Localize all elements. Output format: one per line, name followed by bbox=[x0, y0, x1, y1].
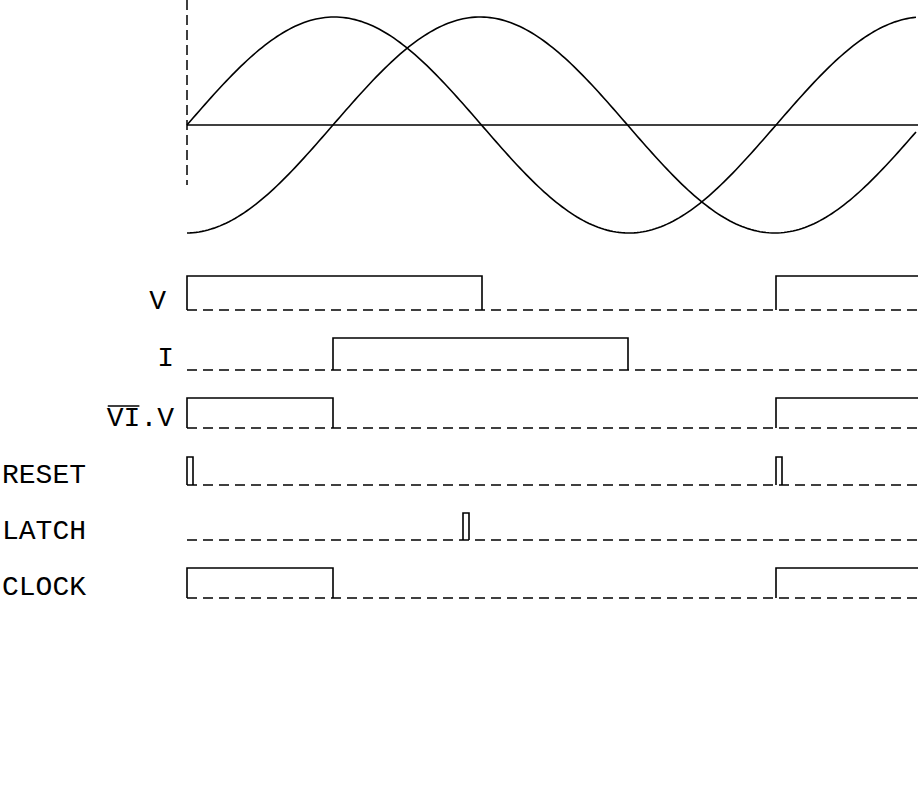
reset-trace bbox=[776, 457, 782, 485]
signal-name: LATCH bbox=[2, 518, 86, 546]
clock-trace-baseline bbox=[187, 597, 918, 598]
vi-v-trace bbox=[776, 398, 918, 428]
clock-trace bbox=[776, 568, 918, 598]
latch-trace bbox=[463, 513, 469, 540]
vertical-axis bbox=[186, 0, 188, 185]
zero-axis bbox=[187, 124, 918, 126]
reset-trace-baseline bbox=[187, 484, 918, 485]
signal-name: V bbox=[149, 288, 166, 316]
signal-name: RESET bbox=[2, 462, 86, 490]
v-square-trace bbox=[187, 276, 482, 310]
vi-v-trace bbox=[187, 398, 333, 428]
signal-name: VI.V bbox=[107, 405, 174, 433]
v-square-trace bbox=[776, 276, 918, 310]
signal-name: CLOCK bbox=[2, 574, 86, 602]
clock-trace bbox=[187, 568, 333, 598]
signal-name: I bbox=[157, 345, 174, 373]
v-square-trace-baseline bbox=[187, 309, 918, 310]
i-square-trace bbox=[333, 338, 628, 370]
reset-trace bbox=[187, 457, 193, 485]
current-wave bbox=[187, 17, 916, 233]
voltage-wave bbox=[187, 17, 916, 233]
latch-trace-baseline bbox=[187, 539, 918, 540]
i-square-trace-baseline bbox=[187, 369, 918, 370]
vi-v-trace-baseline bbox=[187, 427, 918, 428]
